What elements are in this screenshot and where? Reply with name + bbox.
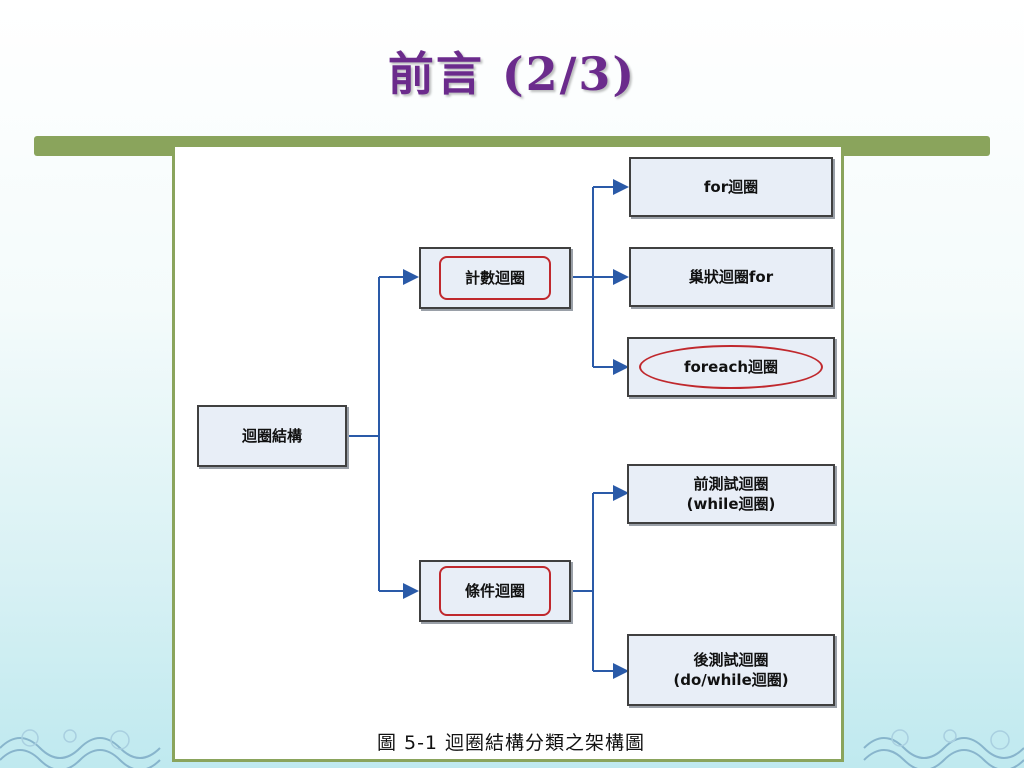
wave-border-decoration <box>0 729 1024 768</box>
node-label: foreach迴圈 <box>683 357 779 376</box>
node-label: for迴圈 <box>703 177 759 196</box>
loop-structure-diagram: 迴圈結構 計數迴圈 條件迴圈 for迴圈 巢狀迴圈for foreach迴圈 前… <box>172 144 844 762</box>
node-count-loop: 計數迴圈 <box>419 247 571 309</box>
node-label: 後測試迴圈 (do/while迴圈) <box>673 650 789 689</box>
node-label: 巢狀迴圈for <box>688 267 774 286</box>
node-label: 前測試迴圈 (while迴圈) <box>686 474 776 513</box>
node-foreach-loop: foreach迴圈 <box>627 337 835 397</box>
figure-caption: 圖 5-1 迴圈結構分類之架構圖 <box>376 732 646 754</box>
highlight-box: 條件迴圈 <box>439 566 551 616</box>
node-pretest-while-loop: 前測試迴圈 (while迴圈) <box>627 464 835 524</box>
node-root-loop-structure: 迴圈結構 <box>197 405 347 467</box>
highlight-box: 計數迴圈 <box>439 256 551 300</box>
node-label: 計數迴圈 <box>464 268 525 287</box>
node-nested-for-loop: 巢狀迴圈for <box>629 247 833 307</box>
node-label: 條件迴圈 <box>464 581 525 600</box>
slide-title: 前言 (2/3) <box>387 47 637 101</box>
node-posttest-do-while-loop: 後測試迴圈 (do/while迴圈) <box>627 634 835 706</box>
node-label: 迴圈結構 <box>241 426 302 445</box>
node-for-loop: for迴圈 <box>629 157 833 217</box>
connector-lines <box>347 179 629 679</box>
highlight-ellipse: foreach迴圈 <box>639 345 823 389</box>
node-condition-loop: 條件迴圈 <box>419 560 571 622</box>
